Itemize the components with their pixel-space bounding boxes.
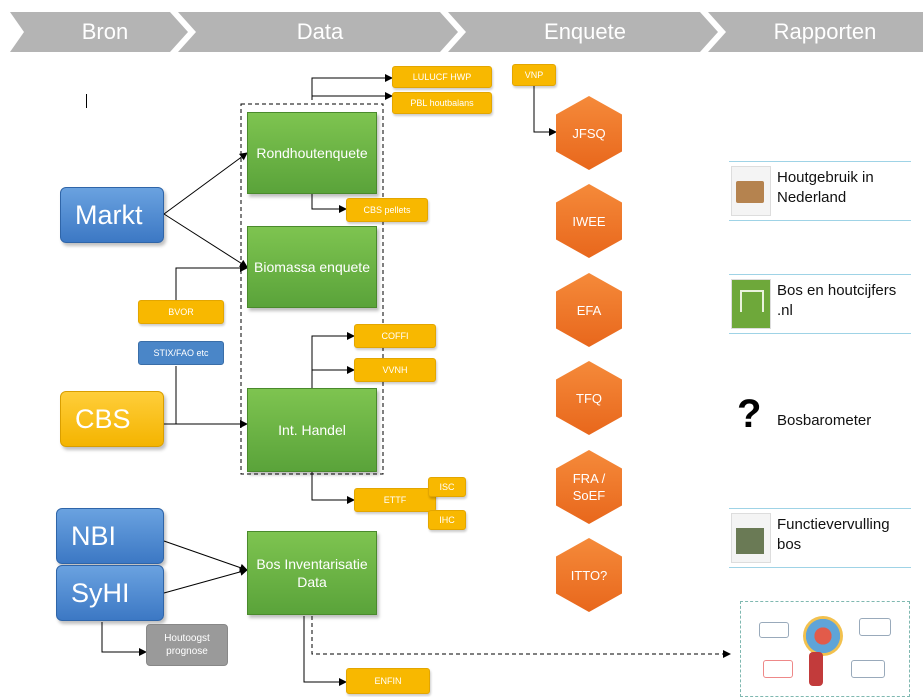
data-bos-inventarisatie: Bos Inventarisatie Data bbox=[247, 531, 377, 615]
report-thumbnail bbox=[731, 166, 771, 216]
data-int-handel: Int. Handel bbox=[247, 388, 377, 472]
step-bron: Bron bbox=[81, 19, 129, 44]
report-title: Bosbarometer bbox=[777, 412, 872, 429]
source-markt: Markt bbox=[60, 187, 164, 243]
step-data: Data bbox=[296, 19, 344, 44]
report-title: Functievervulling bos bbox=[777, 516, 890, 553]
tag-lulucf-hwp: LULUCF HWP bbox=[392, 66, 492, 88]
tag-ettf: ETTF bbox=[354, 488, 436, 512]
question-mark-icon: ? bbox=[737, 392, 762, 436]
enquete-fra-soef: FRA / SoEF bbox=[556, 450, 622, 524]
report-title: Bos en houtcijfers .nl bbox=[777, 282, 897, 319]
header-chevrons bbox=[10, 12, 923, 52]
tag-vvnh: VVNH bbox=[354, 358, 436, 382]
infographic-image bbox=[740, 601, 910, 697]
data-biomassa-enquete: Biomassa enquete bbox=[247, 226, 377, 308]
tag-bvor: BVOR bbox=[138, 300, 224, 324]
report-thumbnail bbox=[731, 513, 771, 563]
report-bosbarometer: ? Bosbarometer bbox=[729, 390, 911, 448]
tag-isc: ISC bbox=[428, 477, 466, 497]
report-thumbnail bbox=[731, 279, 771, 329]
tag-ihc: IHC bbox=[428, 510, 466, 530]
step-enquete: Enquete bbox=[544, 19, 626, 44]
tag-coffi: COFFI bbox=[354, 324, 436, 348]
text-cursor bbox=[86, 94, 87, 108]
step-rapporten: Rapporten bbox=[773, 19, 877, 44]
report-title: Houtgebruik in Nederland bbox=[777, 169, 874, 206]
source-cbs: CBS bbox=[60, 391, 164, 447]
source-nbi: NBI bbox=[56, 508, 164, 564]
data-rondhoutenquete: Rondhoutenquete bbox=[247, 112, 377, 194]
tag-houtoogst-prognose: Houtoogst prognose bbox=[146, 624, 228, 666]
tag-pbl-houtbalans: PBL houtbalans bbox=[392, 92, 492, 114]
report-houtgebruik: Houtgebruik in Nederland bbox=[729, 161, 911, 221]
tag-stix-fao: STIX/FAO etc bbox=[138, 341, 224, 365]
tag-cbs-pellets: CBS pellets bbox=[346, 198, 428, 222]
report-functievervulling: Functievervulling bos bbox=[729, 508, 911, 568]
report-bos-en-houtcijfers: Bos en houtcijfers .nl bbox=[729, 274, 911, 334]
tag-enfin: ENFIN bbox=[346, 668, 430, 694]
tag-vnp: VNP bbox=[512, 64, 556, 86]
enquete-tfq: TFQ bbox=[556, 361, 622, 435]
source-syhi: SyHI bbox=[56, 565, 164, 621]
enquete-efa: EFA bbox=[556, 273, 622, 347]
